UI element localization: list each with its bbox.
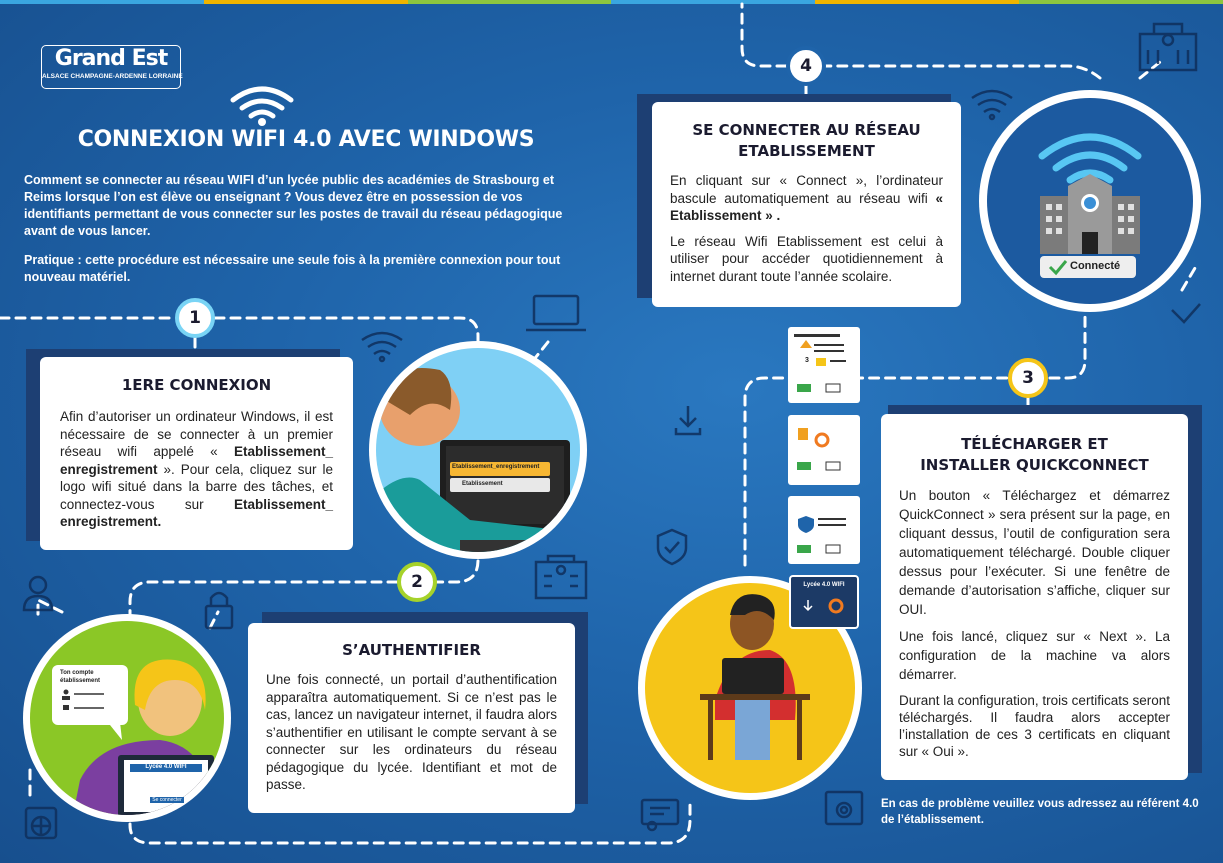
illustration-authenticate — [23, 614, 231, 822]
step-4-badge: 4 — [786, 46, 826, 86]
illustration-download — [638, 576, 862, 800]
top-color-bar — [0, 0, 1223, 4]
laptop-screen-title: Lycée 4.0 WIFI — [145, 764, 187, 770]
logo-name: Grand Est — [54, 46, 168, 71]
step-1-text: Afin d’autoriser un ordinateur Windows, … — [60, 409, 333, 529]
login-card-line1: Ton compte — [60, 670, 94, 676]
title-wifi-icon — [230, 86, 294, 119]
checkmark-icon — [1171, 303, 1201, 324]
page-title: CONNEXION WIFI 4.0 AVEC WINDOWS — [77, 127, 535, 152]
logo-subtitle: ALSACE CHAMPAGNE-ARDENNE LORRAINE — [42, 73, 183, 80]
step-3-text-1: Un bouton « Téléchargez et démarrez Quic… — [899, 488, 1170, 617]
wifi-icon — [361, 331, 403, 363]
step-2-badge: 2 — [397, 562, 437, 602]
step-1-title: 1ERE CONNEXION — [121, 376, 272, 394]
step-1-badge: 1 — [175, 298, 215, 338]
certificate-icon — [640, 798, 680, 832]
illustration-connected — [979, 90, 1201, 312]
step-2-card: S’AUTHENTIFIER Une fois connecté, un por… — [248, 623, 575, 813]
wifi-list-item-1: Etablissement_enregistrement — [452, 464, 540, 470]
step-3-text-2: Une fois lancé, cliquez sur « Next ». La… — [899, 629, 1170, 682]
wifi-icon — [971, 89, 1013, 121]
building-icon — [1138, 22, 1198, 72]
login-card-line2: établissement — [60, 678, 101, 684]
step-2-text: Une fois connecté, un portail d’authenti… — [266, 672, 557, 792]
laptop-connect-button: Se connecter — [150, 797, 184, 803]
intro-paragraph: Comment se connecter au réseau WIFI d’un… — [24, 173, 563, 238]
shield-icon — [656, 528, 688, 566]
connected-label: Connecté — [1070, 260, 1121, 272]
step-3-text-3: Durant la configuration, trois certifica… — [899, 693, 1170, 759]
user-icon — [22, 575, 54, 612]
settings-icon — [824, 790, 864, 826]
lock-icon — [204, 591, 234, 630]
download-icon — [674, 406, 702, 436]
illustration-first-connection — [369, 341, 587, 559]
certificate-dialogs — [788, 327, 860, 629]
login-card-label: Ton compte établissement — [60, 669, 124, 685]
step-4-text-1: En cliquant sur « Connect », l’ordinateu… — [670, 173, 943, 223]
globe-icon — [24, 806, 58, 840]
laptop-icon — [526, 294, 586, 332]
step-4-text-2: Le réseau Wifi Etablissement est celui à… — [670, 233, 943, 284]
intro-note: Pratique : cette procédure est nécessair… — [24, 253, 561, 284]
wifi-list-item-2: Etablissement — [462, 481, 503, 487]
help-footer: En cas de problème veuillez vous adresse… — [881, 798, 1199, 826]
grand-est-logo: Grand Est ALSACE CHAMPAGNE-ARDENNE LORRA… — [41, 45, 183, 89]
step-3-badge: 3 — [1008, 358, 1048, 398]
dialog-number: 3 — [805, 357, 809, 364]
step-1-card: 1ERE CONNEXION Afin d’autoriser un ordin… — [40, 357, 353, 550]
step-2-title: S’AUTHENTIFIER — [342, 641, 481, 659]
quickconnect-window-title: Lycée 4.0 WIFI — [803, 582, 845, 588]
building-icon — [534, 554, 588, 600]
